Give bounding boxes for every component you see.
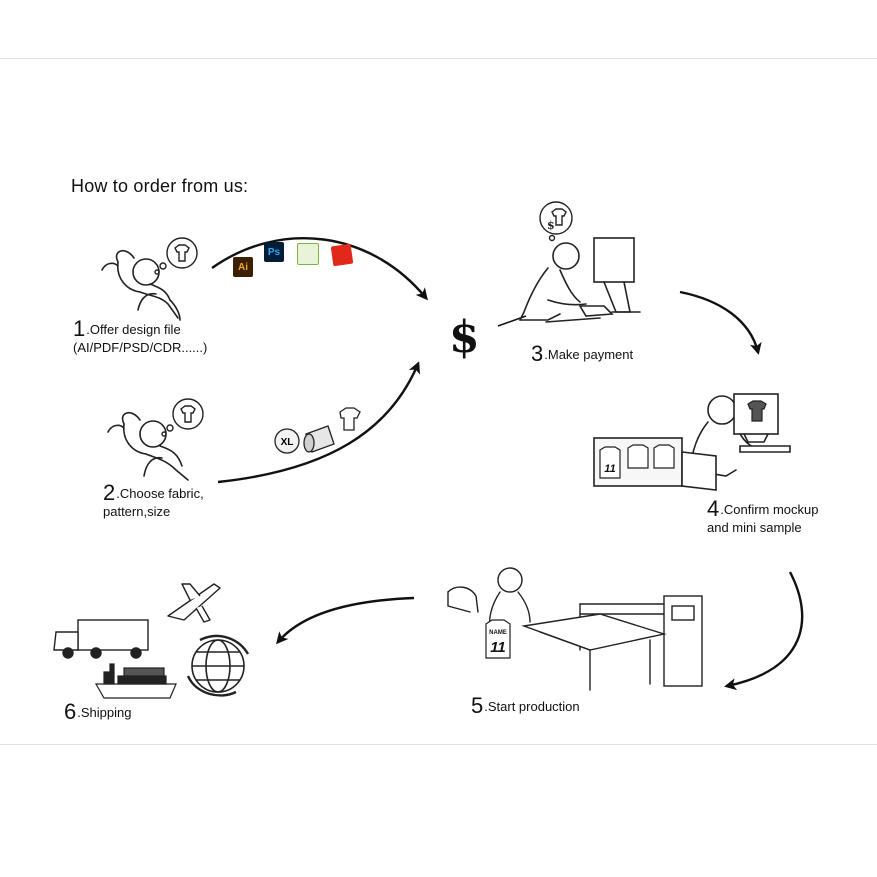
step-5-number: 5 [471,693,483,718]
thought-bubble-2 [162,399,203,436]
step-1-subtext: (AI/PDF/PSD/CDR......) [73,340,207,355]
step-1-text: .Offer design file [86,322,180,337]
step-5-label: 5.Start production [471,697,580,716]
step-3-text: .Make payment [544,347,633,362]
step-6-number: 6 [64,699,76,724]
step-4-number: 4 [707,496,719,521]
airplane-icon [168,584,220,622]
step-4-label: 4.Confirm mockup and mini sample [707,500,819,537]
arrow-step5-to-step6 [278,598,414,642]
step-2-number: 2 [103,480,115,505]
step-2-subtext: pattern,size [103,504,170,519]
step-2-text: .Choose fabric, [116,486,203,501]
illustrator-file-icon: Ai [233,257,253,277]
step-1-label: 1.Offer design file (AI/PDF/PSD/CDR.....… [73,320,207,357]
thought-bubble-3 [540,202,572,241]
step-3-number: 3 [531,341,543,366]
arrow-step2-to-payment [218,364,418,482]
fabric-roll-icon [304,426,334,452]
tshirt-icon [340,408,360,430]
person-at-computer-illustration [520,238,640,322]
delivery-truck-icon [54,620,148,658]
production-jersey-name: NAME [489,630,507,636]
step-6-text: .Shipping [77,705,131,720]
step-4-text: .Confirm mockup [720,502,818,517]
cargo-ship-icon [96,664,176,698]
step-1-number: 1 [73,316,85,341]
arrow-step4-to-step5 [727,572,802,686]
thinking-person-1-illustration [102,251,180,320]
pdf-file-icon [331,244,354,267]
step-3-label: 3.Make payment [531,345,633,364]
coreldraw-file-icon [297,243,319,265]
step-2-label: 2.Choose fabric, pattern,size [103,484,204,521]
step-6-label: 6.Shipping [64,703,131,722]
thought-bubble-1 [155,238,197,274]
step-4-subtext: and mini sample [707,520,802,535]
photoshop-file-icon: Ps [264,242,284,262]
production-jersey-number: 11 [490,639,506,656]
globe-icon [188,636,248,696]
arrow-step3-to-step4 [680,292,758,352]
mockup-jersey-number: 11 [604,463,615,475]
size-badge-text: XL [281,437,294,448]
bubble-dollar-symbol: $ [547,219,555,232]
payment-dollar-icon: $ [449,312,480,363]
step-5-text: .Start production [484,699,579,714]
